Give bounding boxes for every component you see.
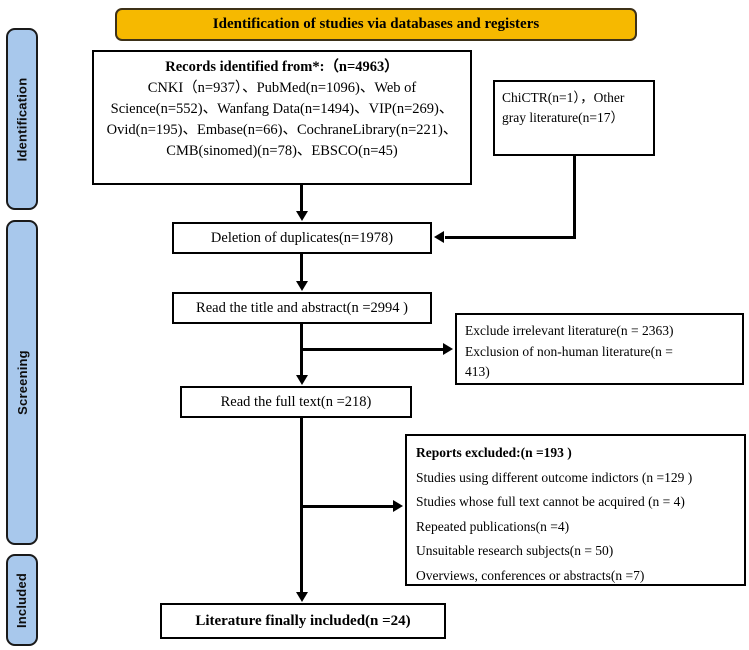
box-registers-content: ChiCTR(n=1），Other gray literature(n=17） [495, 82, 653, 132]
box-exclude-irrelevant-line-3: 413) [465, 364, 490, 380]
box-reports-excluded-line-1: Studies using different outcome indictor… [416, 469, 693, 485]
box-records-identified-line-3: Ovid(n=195)、Embase(n=66)、CochraneLibrary… [106, 122, 458, 139]
box-reports-excluded-line-2: Studies whose full text cannot be acquir… [416, 494, 685, 510]
arrow-identified-to-duplicates [296, 211, 308, 221]
arrow-title-abstract-to-exclude-irrelevant [443, 343, 453, 355]
connector-identified-to-duplicates [300, 185, 303, 212]
box-records-identified-title: Records identified from*:（n=4963） [165, 59, 399, 75]
connector-registers-horizontal [445, 236, 576, 239]
page-title: Identification of studies via databases … [212, 16, 540, 32]
box-read-title-and-abstract-label: Read the title and abstract(n =2994 ) [196, 300, 408, 316]
box-records-identified-line-2: Science(n=552)、Wanfang Data(n=1494)、VIP(… [110, 101, 454, 118]
box-exclude-irrelevant-line-1: Exclude irrelevant literature(n = 2363) [465, 323, 674, 338]
box-registers-line-1: ChiCTR(n=1），Other [502, 90, 625, 105]
sidebar-item-included: Included [6, 554, 38, 646]
box-reports-excluded-content: Reports excluded:(n =193 ) Studies using… [407, 436, 744, 593]
box-read-title-and-abstract: Read the title and abstract(n =2994 ) [172, 292, 432, 324]
box-read-full-text-label: Read the full text(n =218) [220, 394, 372, 410]
box-reports-excluded-title: Reports excluded:(n =193 ) [416, 445, 572, 460]
sidebar-item-screening: Screening [6, 220, 38, 545]
connector-duplicates-to-title-abstract [300, 254, 303, 281]
arrow-duplicates-to-title-abstract [296, 281, 308, 291]
box-exclude-irrelevant-literature: Exclude irrelevant literature(n = 2363) … [455, 313, 744, 385]
box-deletion-of-duplicates: Deletion of duplicates(n=1978) [172, 222, 432, 254]
box-records-identified: Records identified from*:（n=4963） CNKI（n… [92, 50, 472, 185]
arrow-full-text-to-final [296, 592, 308, 602]
box-deletion-of-duplicates-label: Deletion of duplicates(n=1978) [210, 230, 394, 246]
box-literature-finally-included-label: Literature finally included(n =24) [195, 613, 411, 629]
connector-full-text-to-reports-excluded [300, 505, 394, 508]
arrow-full-text-to-reports-excluded [393, 500, 403, 512]
box-exclude-irrelevant-line-2: Exclusion of non-human literature(n = [465, 343, 673, 359]
box-registers-gray-literature: ChiCTR(n=1），Other gray literature(n=17） [493, 80, 655, 156]
box-exclude-irrelevant-content: Exclude irrelevant literature(n = 2363) … [457, 315, 742, 389]
sidebar-item-label: Included [14, 572, 30, 628]
box-reports-excluded: Reports excluded:(n =193 ) Studies using… [405, 434, 746, 586]
box-reports-excluded-line-4: Unsuitable research subjects(n = 50) [416, 543, 614, 559]
box-read-full-text: Read the full text(n =218) [180, 386, 412, 418]
sidebar-item-label: Screening [14, 350, 30, 415]
box-reports-excluded-line-5: Overviews, conferences or abstracts(n =7… [416, 567, 645, 583]
connector-title-abstract-to-exclude-irrelevant [300, 348, 444, 351]
box-registers-line-2: gray literature(n=17） [502, 110, 624, 126]
box-records-identified-content: Records identified from*:（n=4963） CNKI（n… [94, 52, 470, 165]
box-records-identified-line-4: CMB(sinomed)(n=78)、EBSCO(n=45) [166, 143, 398, 160]
box-literature-finally-included: Literature finally included(n =24) [160, 603, 446, 639]
box-records-identified-line-1: CNKI（n=937）、PubMed(n=1096)、Web of [147, 80, 417, 97]
connector-registers-vertical [573, 156, 576, 238]
box-reports-excluded-line-3: Repeated publications(n =4) [416, 518, 570, 534]
diagram-header-banner: Identification of studies via databases … [115, 8, 637, 41]
sidebar-item-identification: Identification [6, 28, 38, 210]
arrow-registers-to-duplicates [434, 231, 444, 243]
arrow-title-abstract-to-full-text [296, 375, 308, 385]
sidebar-item-label: Identification [14, 77, 30, 161]
